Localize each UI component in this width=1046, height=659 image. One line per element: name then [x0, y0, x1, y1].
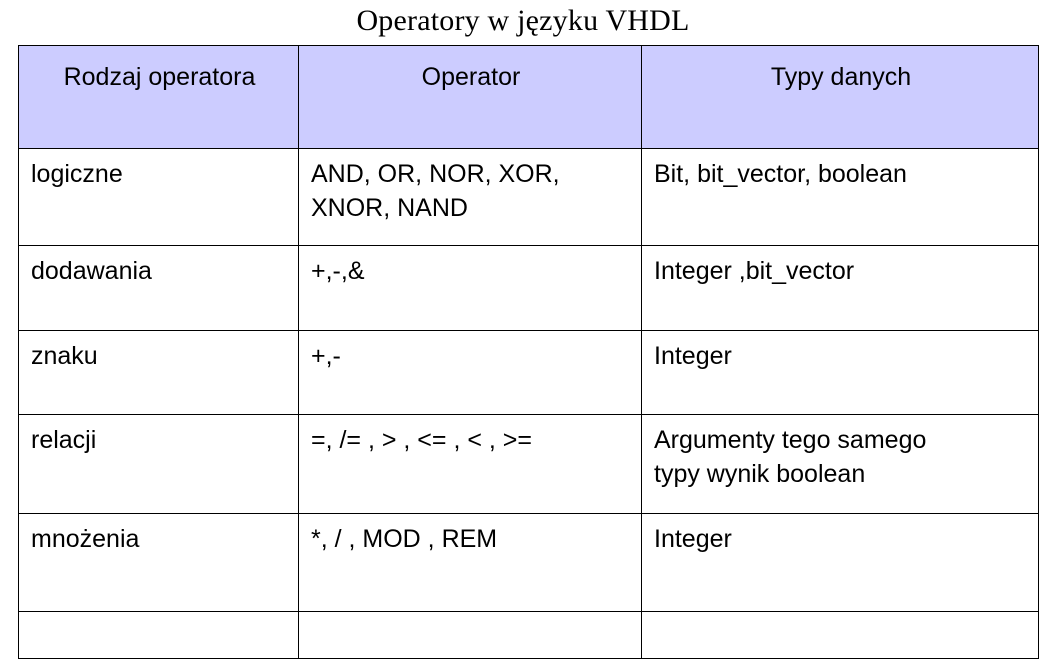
table-row: dodawania +,-,& Integer ,bit_vector [18, 245, 1039, 331]
operator-kind-text: dodawania [31, 257, 152, 285]
slide-canvas: Operatory w języku VHDL Rodzaj operatora… [18, 4, 1039, 659]
operator-kind-text: relacji [31, 426, 97, 454]
cell-operator [298, 611, 642, 659]
cell-data-types: Integer [641, 330, 1039, 415]
cell-operator: =, /= , > , <= , < , >= [298, 414, 642, 514]
operators-table-container: Rodzaj operatora Operator Typy danych lo… [18, 45, 1039, 659]
data-types-text-line1: Integer ,bit_vector [654, 257, 855, 285]
operator-text-line1: AND, OR, NOR, XOR, [311, 160, 560, 188]
operator-text-line2: XNOR, NAND [311, 194, 468, 222]
cell-data-types: Bit, bit_vector, boolean [641, 148, 1039, 246]
table-row-partial [18, 611, 1039, 659]
table-row: relacji =, /= , > , <= , < , >= Argument… [18, 414, 1039, 514]
column-header-operator-kind: Rodzaj operatora [18, 45, 299, 149]
operator-kind-text: logiczne [31, 160, 123, 188]
cell-data-types: Integer ,bit_vector [641, 245, 1039, 331]
cell-operator: *, / , MOD , REM [298, 513, 642, 612]
operator-text-line1: +,- [311, 342, 341, 370]
cell-operator: AND, OR, NOR, XOR, XNOR, NAND [298, 148, 642, 246]
cell-operator-kind: dodawania [18, 245, 299, 331]
cell-operator: +,- [298, 330, 642, 415]
operator-text-line1: +,-,& [311, 257, 365, 285]
operators-table: Rodzaj operatora Operator Typy danych lo… [18, 45, 1039, 659]
cell-operator: +,-,& [298, 245, 642, 331]
cell-operator-kind: relacji [18, 414, 299, 514]
cell-data-types: Argumenty tego samego typy wynik boolean [641, 414, 1039, 514]
cell-operator-kind: znaku [18, 330, 299, 415]
table-row: logiczne AND, OR, NOR, XOR, XNOR, NAND B… [18, 148, 1039, 246]
operator-kind-text: mnożenia [31, 525, 140, 553]
cell-operator-kind [18, 611, 299, 659]
table-row: znaku +,- Integer [18, 330, 1039, 415]
data-types-text-line2: typy wynik boolean [654, 460, 866, 488]
data-types-text-line1: Integer [654, 342, 732, 370]
cell-data-types [641, 611, 1039, 659]
column-header-data-types: Typy danych [641, 45, 1039, 149]
column-header-operator: Operator [298, 45, 642, 149]
operator-kind-text: znaku [31, 342, 98, 370]
data-types-text-line1: Bit, bit_vector, boolean [654, 160, 907, 188]
operator-text-line1: =, /= , > , <= , < , >= [311, 426, 532, 454]
cell-operator-kind: logiczne [18, 148, 299, 246]
page-title: Operatory w języku VHDL [356, 4, 690, 37]
cell-data-types: Integer [641, 513, 1039, 612]
cell-operator-kind: mnożenia [18, 513, 299, 612]
table-header-row: Rodzaj operatora Operator Typy danych [18, 45, 1039, 149]
table-row: mnożenia *, / , MOD , REM Integer [18, 513, 1039, 612]
data-types-text-line1: Integer [654, 525, 732, 553]
operator-text-line1: *, / , MOD , REM [311, 525, 498, 553]
data-types-text-line1: Argumenty tego samego [654, 426, 927, 454]
